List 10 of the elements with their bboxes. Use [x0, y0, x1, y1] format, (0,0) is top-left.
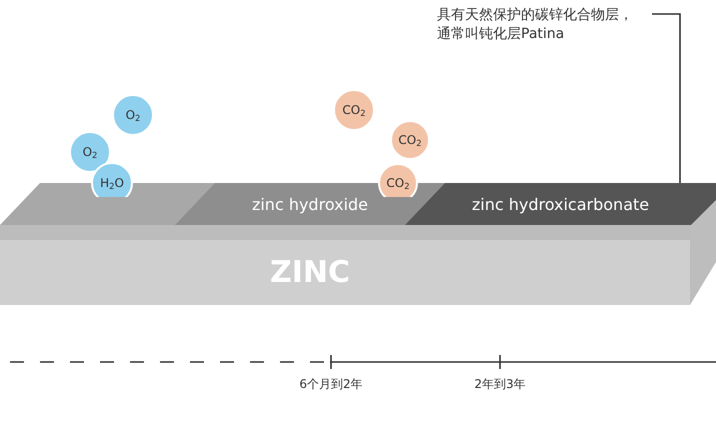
molecule-bubble: CO$_{2}$ — [333, 89, 375, 131]
leader-line — [652, 13, 681, 183]
time-label: 2年到3年 — [473, 376, 527, 393]
molecule-bubble: H$_{2}$O — [91, 162, 133, 197]
molecule-bubble: O$_{2}$ — [112, 94, 154, 136]
molecule-bubble: CO$_{2}$ — [390, 120, 430, 160]
callout-text: 具有天然保护的碳锌化合物层，通常叫钝化层Patina — [437, 6, 639, 44]
molecule-bubble: O$_{2}$ — [69, 131, 111, 173]
time-label: 6个月到2年 — [298, 376, 364, 393]
molecule-bubble: CO$_{2}$ — [378, 163, 418, 197]
